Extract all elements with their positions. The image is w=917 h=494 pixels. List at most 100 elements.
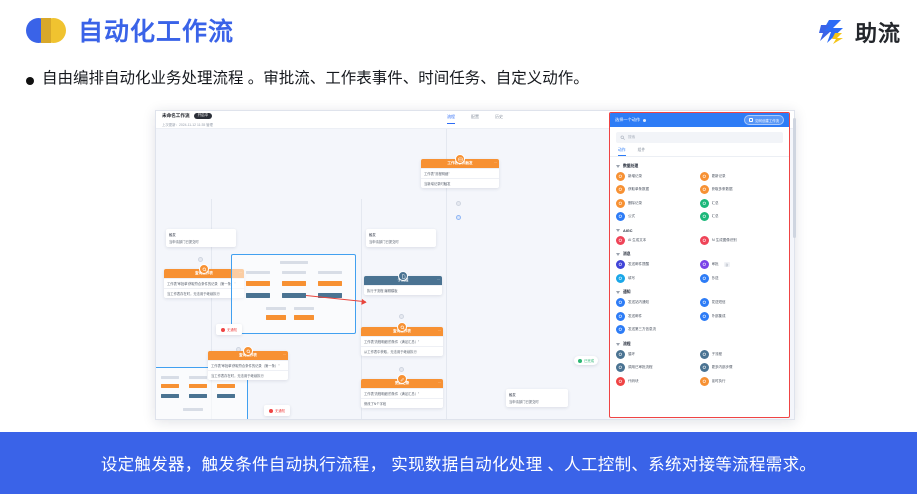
action-item[interactable]: 发送邮件提醒: [616, 260, 700, 270]
bell-icon: [616, 298, 625, 308]
node-update-record[interactable]: 更新记录 ⋯ 工作表'流程明细'的条件（满足汇总）" 修改了N个字段: [361, 374, 443, 408]
action-section-header[interactable]: AIGC: [616, 229, 783, 233]
action-item-label: 代码块: [628, 378, 639, 383]
action-item[interactable]: 延时执行: [699, 376, 784, 386]
action-item[interactable]: 抄送: [699, 273, 784, 283]
node-title: 触发: [369, 233, 376, 237]
action-item[interactable]: 更新记录: [699, 171, 784, 181]
selected-node-group[interactable]: [231, 254, 356, 334]
chat-icon: [699, 298, 709, 308]
node-title: 无通知: [275, 409, 286, 413]
action-item[interactable]: 调用已审批流程: [616, 363, 700, 373]
node-menu-icon[interactable]: ⋯: [437, 328, 442, 333]
tab-flow[interactable]: 流程: [447, 114, 455, 124]
action-section: 通知发送站内通知发送短信发送邮件外部集成发送第三方信息流: [616, 290, 783, 339]
how-to-button[interactable]: 如何创建工作流: [744, 115, 784, 125]
workflow-status-badge: 开启中: [193, 113, 213, 119]
node-query-worksheet-lower[interactable]: 查询工作表 ⋯ 工作表'审批单'获取符合条件的记录（第一条）" 当工作表存在时，…: [208, 346, 288, 380]
action-item[interactable]: 汇总: [699, 198, 784, 208]
action-section-label: AIGC: [623, 228, 633, 233]
plus-record-icon: [616, 171, 625, 181]
tab-history[interactable]: 历史: [495, 114, 503, 119]
action-item[interactable]: 获取多条数据: [699, 185, 784, 195]
chevron-down-icon[interactable]: [643, 118, 647, 122]
action-section-header[interactable]: 消息: [616, 252, 783, 257]
ai-image-icon: [699, 235, 709, 245]
node-query-worksheet-1[interactable]: 查询工作表 ⋯ 工作表'审批单'获取符合条件的记录（第一条）" 当工作表存在时，…: [164, 264, 244, 298]
node-trigger-center[interactable]: 触发 当申请部门已提交时: [366, 229, 436, 247]
question-circle-icon: [749, 118, 754, 122]
node-menu-icon[interactable]: ⋯: [493, 160, 498, 165]
action-section-header[interactable]: 通知: [616, 290, 783, 295]
connector-dot[interactable]: [399, 314, 404, 319]
action-section-grid: 循环子流程调用已审批流程更多内部步骤代码块 延时执行: [616, 349, 784, 391]
action-item-label: 汇总: [711, 200, 719, 205]
bullet-dot-icon: [26, 77, 34, 85]
action-section-grid: 新增记录更新记录获取单条数据获取多条数据删除记录汇总公式汇总: [616, 171, 784, 226]
action-item[interactable]: 外部集成: [699, 311, 784, 321]
action-item[interactable]: AI 生成文本: [616, 235, 700, 245]
table-icon: [455, 154, 465, 164]
action-item[interactable]: 审批新: [699, 260, 784, 270]
node-trigger-right[interactable]: 触发 当申请部门已提交时: [506, 389, 568, 407]
node-menu-icon[interactable]: ⋯: [436, 277, 441, 282]
node-row: 工作表"流程明细": [421, 168, 499, 178]
action-item-label: 填写: [628, 275, 635, 280]
action-picker-panel[interactable]: 选择一个动作 如何创建工作流 搜索 动作 组件 数据处理新增记录更新记录获取单条…: [609, 112, 790, 418]
node-row: 当工作表存在时，无法用于继续执行: [164, 288, 244, 298]
action-item[interactable]: AI 生成图像识别: [699, 235, 784, 245]
connector-dot[interactable]: [399, 367, 404, 372]
stream-icon: [616, 325, 625, 335]
chevron-down-icon: [616, 229, 620, 233]
search-placeholder: 搜索: [628, 135, 636, 139]
action-item[interactable]: 删除记录: [616, 198, 700, 208]
node-subflow[interactable]: 子流程 ⋯ 执行子流程 编辑模板: [364, 271, 442, 295]
send-icon: [699, 273, 709, 283]
node-end-2[interactable]: 无通知: [264, 405, 291, 416]
tab-actions[interactable]: 动作: [618, 148, 626, 156]
action-section-header[interactable]: 流程: [616, 342, 783, 347]
panel-scrollbar[interactable]: [793, 118, 796, 238]
tabs-divider: [610, 156, 789, 157]
connector-dot[interactable]: [456, 201, 461, 206]
action-item[interactable]: 发送站内通知: [616, 298, 700, 308]
action-item[interactable]: 发送短信: [699, 298, 784, 308]
action-item[interactable]: 发送第三方信息流: [616, 325, 700, 335]
action-item-label: 删除记录: [628, 200, 642, 205]
connector-dot-active[interactable]: [456, 215, 461, 220]
action-item-label: 公式: [628, 214, 635, 219]
node-end-1[interactable]: 无通知: [216, 324, 243, 335]
node-menu-icon[interactable]: ⋯: [437, 380, 442, 385]
tab-components[interactable]: 组件: [637, 148, 646, 152]
node-row: 工作表'流程明细'的条件（满足汇总）": [361, 388, 443, 398]
action-section-header[interactable]: 数据处理: [616, 164, 783, 169]
connector-dot[interactable]: [399, 419, 404, 420]
page-header: 自动化工作流 助流: [0, 0, 917, 56]
node-worksheet-event[interactable]: 工作表事件触发 ⋯ 工作表"流程明细" 当新增记录时触发: [421, 154, 499, 188]
chevron-down-icon: [616, 342, 620, 346]
connector-dot[interactable]: [198, 257, 203, 262]
action-item[interactable]: 更多内部步骤: [699, 363, 784, 373]
action-item-label: 获取多条数据: [711, 187, 733, 192]
node-row: 当申请部门已提交时: [509, 400, 539, 404]
node-row: 当申请部门已提交时: [369, 240, 399, 244]
action-item[interactable]: 获取单条数据: [616, 185, 700, 195]
search-input[interactable]: 搜索: [616, 132, 783, 143]
action-item[interactable]: 填写: [616, 273, 700, 283]
action-item[interactable]: 汇总: [699, 212, 784, 222]
action-item-label: 发送第三方信息流: [628, 327, 656, 332]
action-item[interactable]: 公式: [616, 212, 700, 222]
action-item[interactable]: 发送邮件: [616, 311, 700, 321]
search-icon: [616, 185, 625, 195]
node-menu-icon[interactable]: ⋯: [282, 352, 287, 357]
tab-config[interactable]: 配置: [471, 114, 479, 119]
node-trigger-left[interactable]: 触发 当申请部门已提交时: [166, 229, 236, 247]
action-item[interactable]: 循环: [616, 349, 700, 359]
sum-icon: [699, 198, 709, 208]
action-item[interactable]: 新增记录: [616, 171, 700, 181]
action-item[interactable]: 代码块: [616, 376, 700, 386]
node-query-worksheet-2[interactable]: 查询工作表 ⋯ 工作表'流程明细'的条件（满足汇总）" 从工作表中获取，无法用于…: [361, 322, 443, 356]
action-item[interactable]: 子流程: [699, 349, 784, 359]
